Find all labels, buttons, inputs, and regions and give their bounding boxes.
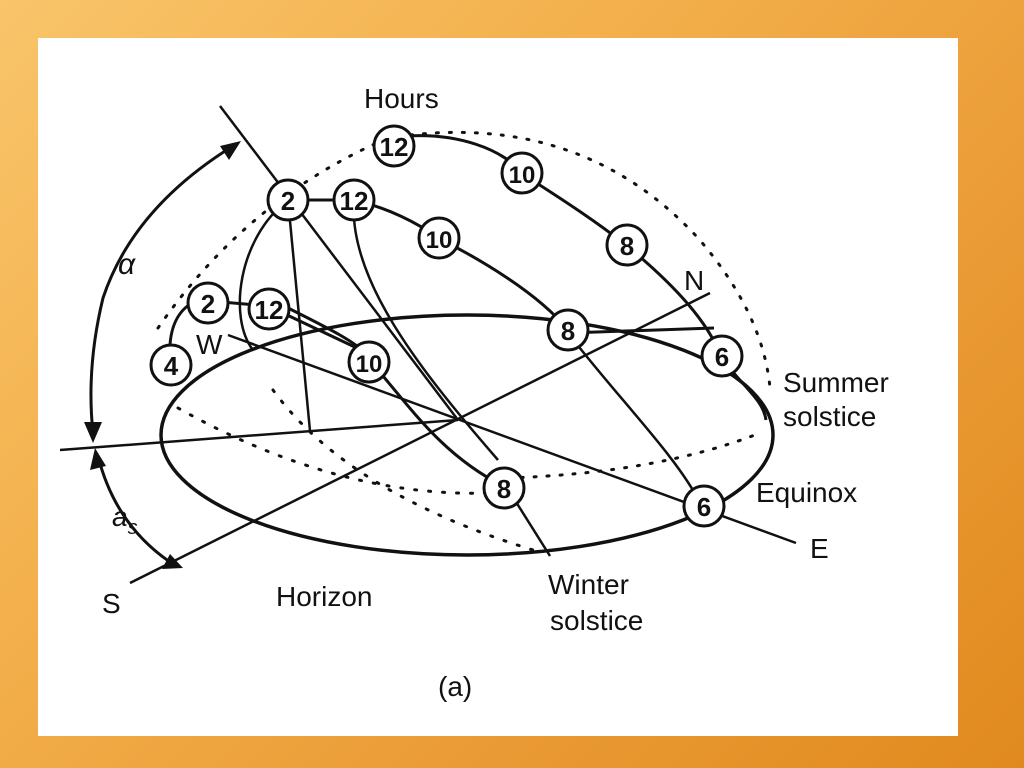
svg-text:12: 12 bbox=[340, 186, 369, 216]
alpha-label: α bbox=[118, 248, 136, 281]
summer-solstice-label-line1: Summer bbox=[783, 367, 889, 398]
as-arc bbox=[96, 455, 177, 568]
hour-marker: 10 bbox=[500, 151, 544, 195]
svg-text:10: 10 bbox=[509, 162, 536, 189]
diagram-panel: 12 10 8 6 2 12 10 8 6 2 12 10 8 4 Hours … bbox=[38, 38, 958, 736]
hour-marker: 2 bbox=[186, 281, 230, 325]
svg-text:6: 6 bbox=[697, 492, 711, 522]
hour-marker: 4 bbox=[149, 343, 193, 387]
south-label: S bbox=[102, 588, 121, 619]
meridian-2 bbox=[238, 199, 289, 351]
hour-marker: 2 bbox=[266, 178, 310, 222]
as-arrow-bottom bbox=[162, 554, 183, 569]
as-label: as bbox=[112, 501, 138, 539]
hour-marker: 8 bbox=[605, 223, 649, 267]
svg-text:2: 2 bbox=[281, 186, 295, 216]
hour-marker: 10 bbox=[417, 216, 461, 260]
west-label: W bbox=[196, 329, 223, 360]
hour-marker: 8 bbox=[546, 308, 590, 352]
svg-text:10: 10 bbox=[426, 227, 453, 254]
north-south-axis bbox=[129, 291, 711, 585]
svg-text:8: 8 bbox=[497, 474, 511, 504]
figure-caption: (a) bbox=[438, 671, 472, 702]
equinox-label: Equinox bbox=[756, 477, 857, 508]
meridian-12 bbox=[352, 199, 499, 461]
summer-solstice-path bbox=[168, 134, 768, 421]
alpha-arrow-bottom bbox=[84, 422, 102, 443]
hour-marker: 6 bbox=[682, 484, 726, 528]
svg-text:10: 10 bbox=[356, 351, 383, 378]
svg-text:12: 12 bbox=[255, 295, 284, 325]
horizon-label: Horizon bbox=[276, 581, 372, 612]
dome-outline-dotted bbox=[156, 130, 772, 390]
summer-solstice-label-line2: solstice bbox=[783, 401, 876, 432]
meridian-6 bbox=[567, 332, 702, 504]
horizon-inner-dotted bbox=[506, 431, 762, 480]
as-arrow-top bbox=[90, 448, 106, 470]
horizon-ellipse bbox=[159, 313, 775, 557]
hour-marker: 8 bbox=[482, 466, 526, 510]
hour-marker: 10 bbox=[347, 340, 391, 384]
alpha-arrow-top bbox=[220, 141, 241, 160]
north-label: N bbox=[684, 265, 704, 296]
svg-text:4: 4 bbox=[164, 351, 179, 381]
hour-marker: 12 bbox=[247, 287, 291, 331]
svg-text:12: 12 bbox=[380, 132, 409, 162]
east-label: E bbox=[810, 533, 829, 564]
winter-solstice-label-line1: Winter bbox=[548, 569, 629, 600]
hour-marker: 6 bbox=[700, 334, 744, 378]
sun-path-diagram: 12 10 8 6 2 12 10 8 6 2 12 10 8 4 Hours … bbox=[59, 83, 889, 702]
hours-label: Hours bbox=[364, 83, 439, 114]
zenith-line bbox=[219, 105, 459, 421]
reference-line bbox=[59, 418, 459, 452]
sun-to-horizon-line bbox=[286, 199, 312, 432]
alpha-arc bbox=[89, 144, 234, 434]
equinox-path bbox=[353, 198, 715, 335]
svg-text:8: 8 bbox=[620, 231, 634, 261]
hour-marker: 12 bbox=[372, 124, 416, 168]
svg-text:6: 6 bbox=[715, 342, 729, 372]
svg-text:8: 8 bbox=[561, 316, 575, 346]
winter-solstice-label-line2: solstice bbox=[550, 605, 643, 636]
hour-marker: 12 bbox=[332, 178, 376, 222]
svg-text:2: 2 bbox=[201, 289, 215, 319]
